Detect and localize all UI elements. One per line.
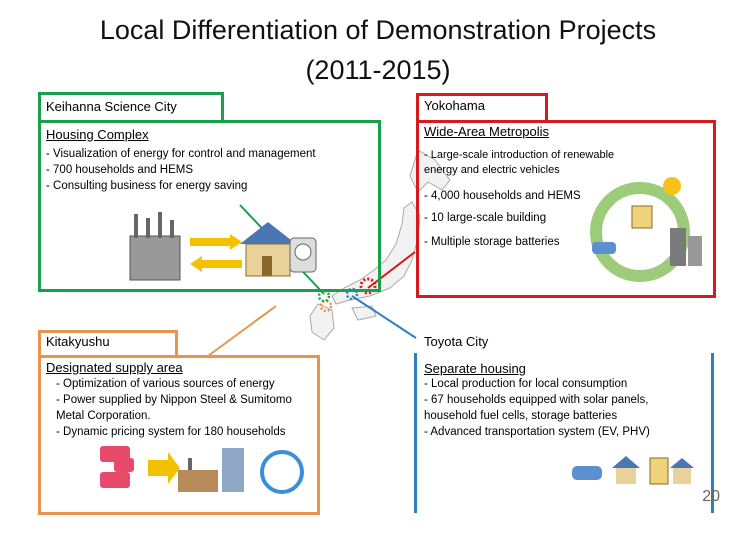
kitakyushu-connector (207, 305, 277, 357)
house-icon-2 (670, 458, 694, 484)
smart-meter-icon (289, 237, 317, 273)
kitakyushu-bullets: - Optimization of various sources of ene… (56, 378, 292, 438)
toyota-area: Separate housing (424, 361, 526, 376)
honshu-shape (331, 201, 421, 305)
keihanna-marker (317, 289, 331, 303)
house-icon (240, 222, 296, 277)
kitakyushu-illustration (100, 446, 304, 494)
kitakyushu-marker (319, 299, 333, 313)
yokohama-illustration (590, 177, 702, 282)
yokohama-connector (367, 251, 416, 289)
recycle-arrows-icon (260, 450, 304, 494)
building-icon (670, 228, 702, 266)
factory-icon (178, 458, 218, 492)
yokohama-body (416, 120, 716, 298)
yokohama-bullet-4: - Multiple storage batteries (424, 236, 560, 248)
title-line-2: (2011-2015) (305, 55, 451, 85)
ev-icon (572, 466, 602, 480)
keihanna-bullets: - Visualization of energy for control an… (46, 148, 316, 192)
toyota-connector (351, 295, 417, 339)
toyota-name: Toyota City (424, 334, 489, 349)
yokohama-name: Yokohama (424, 98, 485, 113)
yokohama-marker (359, 277, 377, 295)
toyota-illustration (572, 456, 694, 485)
keihanna-area: Housing Complex (46, 127, 149, 142)
toyota-bullets: - Local production for local consumption… (424, 378, 650, 438)
yokohama-area: Wide-Area Metropolis (424, 124, 549, 139)
yokohama-bullet-2: - 4,000 households and HEMS (424, 190, 581, 202)
kyushu-shape (309, 303, 335, 341)
page-number: 20 (702, 488, 720, 505)
exchange-arrows-icon (190, 234, 242, 272)
pricing-blocks-icon (100, 446, 134, 488)
house-icon (612, 456, 640, 484)
fuel-cell-icon (649, 457, 669, 485)
toyota-panel (414, 353, 714, 513)
factory-icon (129, 212, 181, 281)
kitakyushu-area: Designated supply area (46, 360, 183, 375)
sun-icon (663, 177, 681, 195)
toyota-marker (345, 287, 359, 301)
yokohama-panel (416, 93, 548, 123)
slide-title: Local Differentiation of Demonstration P… (0, 10, 756, 90)
keihanna-name: Keihanna Science City (46, 99, 177, 114)
yokohama-bullet-1: - Large-scale introduction of renewable … (424, 149, 615, 176)
hokkaido-shape (409, 149, 451, 193)
keihanna-body (38, 120, 381, 292)
shikoku-shape (351, 305, 377, 321)
keihanna-panel (38, 92, 224, 122)
kitakyushu-name: Kitakyushu (46, 334, 110, 349)
arrow-right-icon (148, 452, 180, 484)
kitakyushu-panel (38, 330, 178, 358)
kitakyushu-body (38, 355, 320, 515)
title-line-1: Local Differentiation of Demonstration P… (99, 15, 657, 45)
japan-map (309, 149, 451, 341)
yokohama-bullet-3: - 10 large-scale building (424, 212, 547, 224)
building-icon (222, 448, 244, 492)
battery-icon (631, 205, 653, 229)
keihanna-illustration (129, 212, 317, 281)
ev-icon (592, 242, 616, 254)
